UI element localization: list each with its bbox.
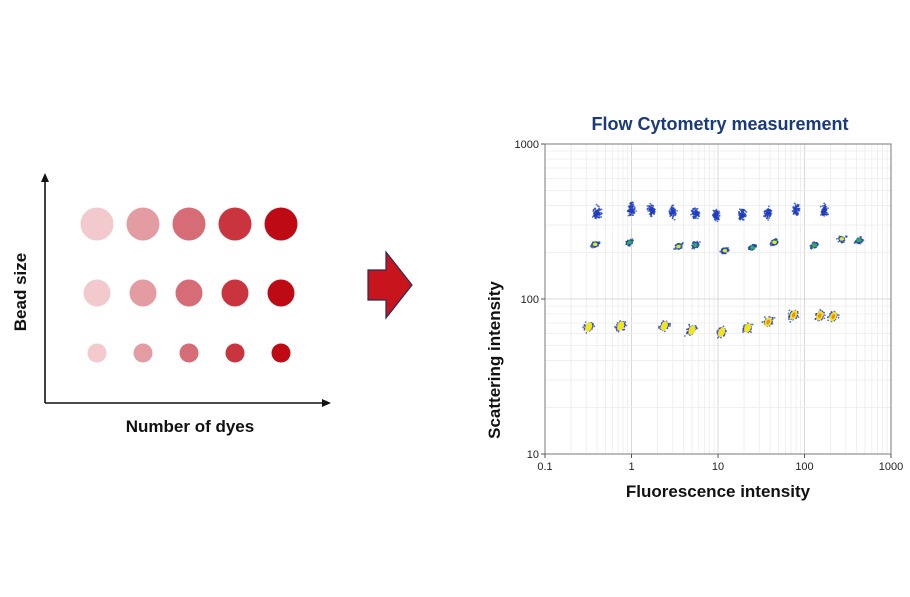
data-point <box>626 201 638 217</box>
bead-diagram-svg: Bead size Number of dyes <box>11 173 331 436</box>
right-arrow-icon <box>367 250 413 320</box>
data-point <box>763 205 773 221</box>
bead-medium-3 <box>175 279 203 307</box>
data-point <box>711 208 721 223</box>
data-point <box>738 208 748 221</box>
data-point <box>809 241 819 250</box>
x-tick-label: 1 <box>628 461 634 473</box>
data-point <box>591 203 603 220</box>
bead-diagram: Bead size Number of dyes <box>0 0 360 592</box>
axis-ticks: 0.1 1 10 100 1000 10 100 1000 <box>515 139 904 473</box>
data-point <box>719 247 730 255</box>
data-point <box>582 321 596 334</box>
y-axis-title: Scattering intensity <box>485 281 504 439</box>
chart-grid <box>544 144 891 455</box>
x-tick-label: 100 <box>795 461 813 473</box>
x-axis-title: Fluorescence intensity <box>626 482 811 501</box>
x-axis-label: Number of dyes <box>126 417 254 436</box>
data-point <box>690 207 701 220</box>
y-axis-label: Bead size <box>11 253 30 331</box>
bead-medium-4 <box>221 279 249 307</box>
data-point <box>668 204 678 221</box>
data-point <box>613 320 628 333</box>
data-point <box>853 236 865 245</box>
x-tick-label: 10 <box>712 461 724 473</box>
bead-large-1 <box>80 207 114 241</box>
data-point <box>646 202 656 218</box>
x-tick-label: 1000 <box>879 461 903 473</box>
data-point <box>814 308 826 322</box>
data-point <box>683 323 698 337</box>
data-point <box>716 325 727 339</box>
bead-small-2 <box>133 343 153 363</box>
chart-svg: Flow Cytometry measurement 0.1 1 10 100 1000… <box>485 114 904 501</box>
y-tick-label: 10 <box>527 449 539 461</box>
data-point <box>625 238 634 247</box>
bead-grid <box>80 207 298 363</box>
y-tick-label: 100 <box>521 294 539 306</box>
bead-large-5 <box>264 207 298 241</box>
bead-small-5 <box>271 343 291 363</box>
data-point <box>742 322 754 334</box>
bead-large-3 <box>172 207 206 241</box>
bead-small-4 <box>225 343 245 363</box>
data-point <box>769 237 779 247</box>
bead-medium-2 <box>129 279 157 307</box>
data-point <box>658 320 672 333</box>
data-point <box>589 241 601 249</box>
data-point <box>691 240 701 250</box>
y-tick-label: 1000 <box>515 139 539 151</box>
bead-large-4 <box>218 207 252 241</box>
data-point <box>836 235 848 244</box>
bead-large-2 <box>126 207 160 241</box>
transition-arrow <box>360 240 420 330</box>
data-point <box>791 202 801 217</box>
bead-medium-5 <box>267 279 295 307</box>
data-points <box>582 201 865 339</box>
data-point <box>761 315 776 328</box>
data-point <box>819 202 830 217</box>
bead-medium-1 <box>83 279 111 307</box>
data-point <box>747 243 758 252</box>
data-point <box>787 309 800 323</box>
bead-small-1 <box>87 343 107 363</box>
flow-cytometry-chart: Flow Cytometry measurement 0.1 1 10 100 1000… <box>470 100 910 520</box>
bead-small-3 <box>179 343 199 363</box>
x-tick-label: 0.1 <box>537 461 552 473</box>
data-point <box>826 310 840 323</box>
chart-title: Flow Cytometry measurement <box>591 114 848 134</box>
data-point <box>673 241 684 250</box>
